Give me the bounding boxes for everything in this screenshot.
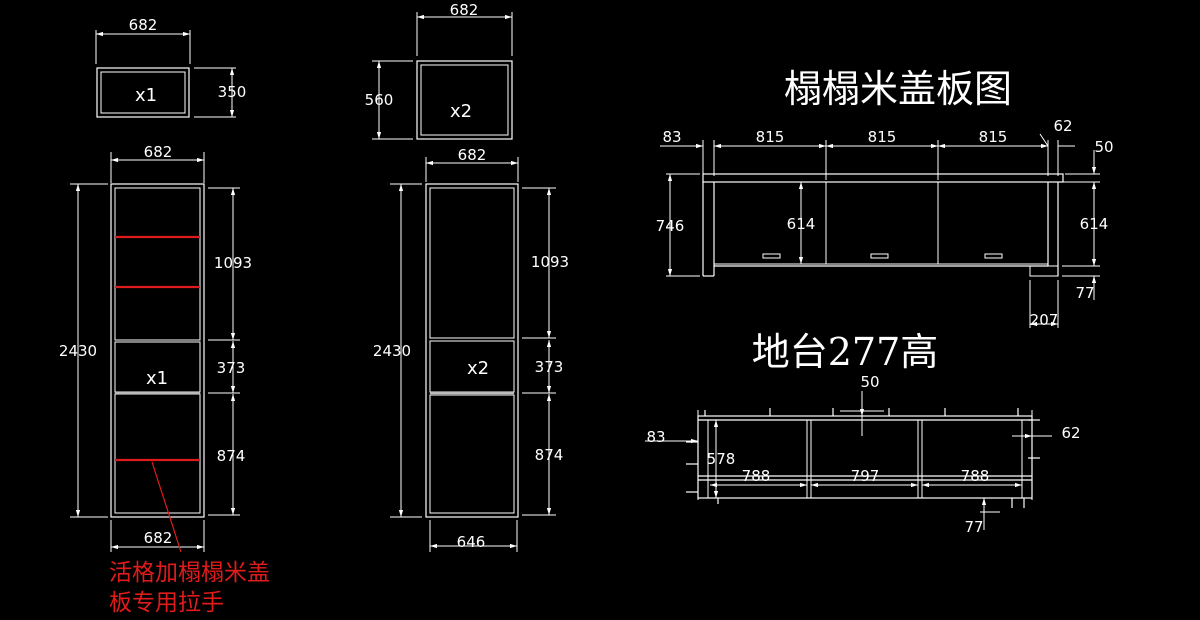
- left-top-qty: x1: [135, 85, 157, 106]
- middle-middle-height: 373: [535, 358, 564, 376]
- middle-lower-height: 874: [535, 446, 564, 464]
- lid-height: 746: [656, 217, 685, 235]
- handle-note-line1: 活格加榻榻米盖: [109, 560, 270, 586]
- lid-panel3-width: 815: [979, 128, 1008, 146]
- middle-body-bottom-width: 646: [457, 533, 486, 551]
- middle-cabinet-body: 682 x2 2430 1093 373 874 646: [373, 146, 569, 552]
- base-connectors: [686, 408, 1040, 508]
- left-body-qty: x1: [146, 368, 168, 389]
- lid-edge: 50: [1094, 138, 1113, 156]
- middle-top-qty: x2: [450, 101, 472, 122]
- base-foot-height: 77: [964, 518, 983, 536]
- middle-body-qty: x2: [467, 358, 489, 379]
- handle-note-line2: 板专用拉手: [109, 590, 224, 616]
- base-title: 地台277高: [752, 330, 939, 374]
- left-cabinet-body: 682 x1 2430 1093 373 874: [59, 143, 270, 616]
- left-cabinet: 682 x1 350 682 x1: [59, 16, 270, 616]
- lid-inner-right-height: 614: [1080, 215, 1109, 233]
- left-top-width: 682: [129, 16, 158, 34]
- left-body-bottom-width: 682: [144, 529, 173, 547]
- left-body-top-width: 682: [144, 143, 173, 161]
- left-top-height: 350: [218, 83, 247, 101]
- middle-top-width: 682: [450, 1, 479, 19]
- middle-body-top-width: 682: [458, 146, 487, 164]
- base-right-offset: 62: [1061, 424, 1080, 442]
- tatami-lid-title: 榻榻米盖板图: [784, 67, 1012, 111]
- left-top-box: 682 x1 350: [95, 16, 247, 118]
- lid-foot-width: 207: [1030, 311, 1059, 329]
- lid-foot-height: 77: [1075, 284, 1094, 302]
- left-body-height: 2430: [59, 342, 97, 360]
- middle-top-height: 560: [365, 91, 394, 109]
- lid-panel2-width: 815: [868, 128, 897, 146]
- middle-body-height: 2430: [373, 342, 411, 360]
- base-top-dim: 50: [860, 373, 879, 391]
- lid-inner-left-height: 614: [787, 215, 816, 233]
- left-lower-height: 874: [217, 447, 246, 465]
- middle-cabinet: 682 x2 560 682 x2 2430: [365, 1, 569, 552]
- base-bay2-width: 797: [851, 467, 880, 485]
- base-depth: 578: [707, 450, 736, 468]
- middle-top-box: 682 x2 560: [365, 1, 513, 140]
- base-bay3-width: 788: [961, 467, 990, 485]
- base-drawing: 地台277高 50: [645, 330, 1081, 536]
- lid-right-offset: 62: [1053, 117, 1072, 135]
- tatami-lid-drawing: 榻榻米盖板图 83 815 815 815 62: [656, 67, 1114, 329]
- lid-panel1-width: 815: [756, 128, 785, 146]
- left-middle-height: 373: [217, 359, 246, 377]
- base-bay1-width: 788: [742, 467, 771, 485]
- left-upper-height: 1093: [214, 254, 252, 272]
- lid-left-offset: 83: [662, 128, 681, 146]
- base-left-offset: 83: [646, 428, 665, 446]
- middle-upper-height: 1093: [531, 253, 569, 271]
